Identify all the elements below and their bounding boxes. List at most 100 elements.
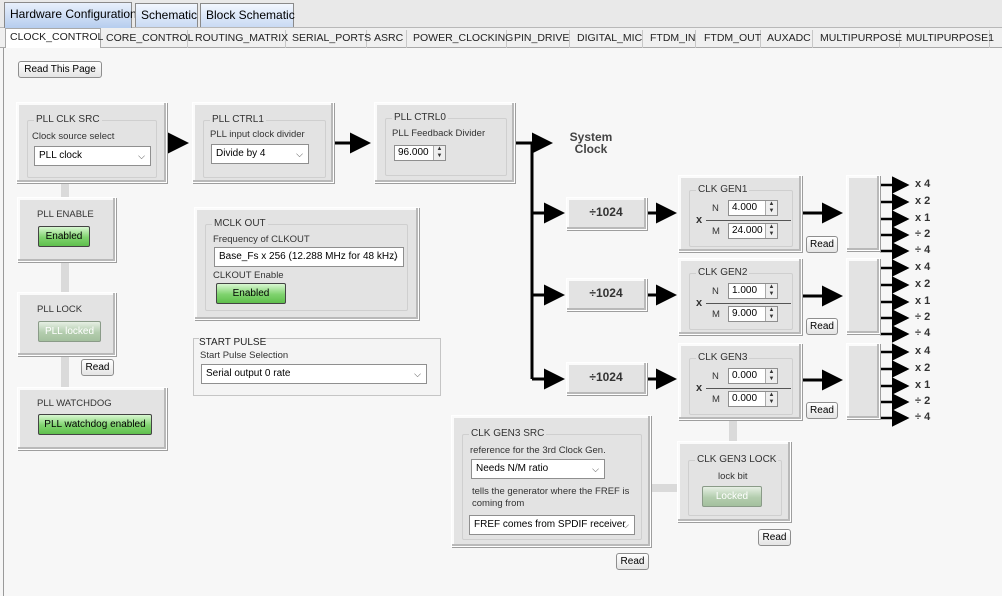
clk-gen3-lock-title: CLK GEN3 LOCK — [695, 454, 779, 465]
clock-source-value: PLL clock — [39, 150, 82, 161]
pll-watchdog-indicator[interactable]: PLL watchdog enabled — [38, 414, 152, 435]
clkout-frequency-select[interactable]: Base_Fs x 256 (12.288 MHz for 48 kHz)⌵ — [214, 247, 404, 267]
start-pulse-panel: START PULSE Start Pulse Selection Serial… — [193, 337, 441, 396]
lock-bit-label: lock bit — [718, 471, 748, 482]
clk-gen3-output-labels: x 4 x 2 x 1 ÷ 2 ÷ 4 — [915, 345, 955, 429]
clk-gen3-src-read-button[interactable]: Read — [616, 553, 649, 570]
pll-feedback-divider-value: 96.000 — [398, 147, 429, 158]
pll-lock-title: PLL LOCK — [37, 304, 83, 315]
output-label: x 1 — [915, 295, 931, 307]
clk-gen3-src-group: CLK GEN3 SRC — [462, 428, 642, 540]
spin-updown-icon[interactable]: ▲▼ — [765, 284, 777, 298]
m-label: M — [712, 394, 720, 405]
clk-gen2-n-input[interactable]: 1.000▲▼ — [728, 283, 778, 299]
output-label: ÷ 4 — [915, 411, 931, 423]
clkout-enable-toggle[interactable]: Enabled — [216, 283, 286, 304]
spin-updown-icon[interactable]: ▲▼ — [765, 392, 777, 406]
spin-updown-icon[interactable]: ▲▼ — [765, 201, 777, 215]
clk-gen2-title: CLK GEN2 — [696, 267, 750, 278]
subtab-multipurpose[interactable]: MULTIPURPOSE — [816, 30, 902, 48]
multiply-symbol: x — [696, 382, 703, 394]
clk-gen3-m-value: 0.000 — [732, 393, 758, 404]
ratio-line — [706, 303, 791, 304]
m-label: M — [712, 309, 720, 320]
clk-gen3-read-button[interactable]: Read — [806, 402, 838, 419]
clk-gen3-ref-select[interactable]: Needs N/M ratio⌵ — [471, 459, 605, 479]
pll-enable-panel: PLL ENABLE Enabled — [17, 197, 116, 262]
tab-hardware-configuration[interactable]: Hardware Configuration — [4, 2, 137, 28]
pll-ctrl0-group: PLL CTRL0 — [385, 112, 507, 176]
read-this-page-button[interactable]: Read This Page — [18, 61, 102, 78]
output-label: x 2 — [915, 362, 931, 374]
pll-clk-src-title: PLL CLK SRC — [34, 114, 102, 125]
pll-lock-read-button[interactable]: Read — [81, 359, 114, 376]
pll-input-divider-select[interactable]: Divide by 4⌵ — [211, 144, 309, 164]
clk-gen3-n-input[interactable]: 0.000 ▲▼ — [728, 368, 778, 384]
tab-block-schematic[interactable]: Block Schematic — [200, 3, 295, 27]
chevron-down-icon: ⌵ — [296, 149, 303, 159]
chevron-down-icon: ⌵ — [391, 252, 398, 262]
spin-updown-icon[interactable]: ▲▼ — [765, 224, 777, 238]
clk-gen1-m-input[interactable]: 24.000▲▼ — [728, 223, 778, 239]
divider-label: ÷1024 — [589, 205, 623, 219]
subtab-asrc[interactable]: ASRC — [370, 30, 407, 48]
tab-schematic[interactable]: Schematic — [135, 3, 198, 27]
clk-gen2-output-block — [846, 258, 880, 334]
spin-updown-icon[interactable]: ▲▼ — [433, 146, 445, 160]
spin-updown-icon[interactable]: ▲▼ — [765, 307, 777, 321]
output-label: x 2 — [915, 278, 931, 290]
fref-source-select[interactable]: FREF comes from SPDIF receiver⌵ — [469, 515, 635, 535]
clk-gen3-n-value: 0.000 — [732, 370, 758, 381]
clk-gen1-title: CLK GEN1 — [696, 184, 750, 195]
output-label: ÷ 4 — [915, 327, 931, 339]
pll-ctrl1-panel: PLL CTRL1 PLL input clock divider Divide… — [192, 102, 334, 183]
clk-gen3-src-panel: CLK GEN3 SRC reference for the 3rd Clock… — [451, 415, 651, 547]
start-pulse-select[interactable]: Serial output 0 rate⌵ — [201, 364, 427, 384]
pll-ctrl0-panel: PLL CTRL0 PLL Feedback Divider 96.000 ▲▼ — [374, 102, 515, 183]
clk-gen3-title: CLK GEN3 — [696, 352, 750, 363]
ratio-line — [706, 388, 791, 389]
output-label: x 4 — [915, 345, 931, 357]
subtab-digital-mic[interactable]: DIGITAL_MIC — [573, 30, 643, 48]
clk-gen2-m-input[interactable]: 9.000▲▼ — [728, 306, 778, 322]
clk-gen2-read-button[interactable]: Read — [806, 318, 838, 335]
subtab-pin-drive[interactable]: PIN_DRIVE — [510, 30, 570, 48]
pll-clk-src-group: PLL CLK SRC — [27, 114, 157, 178]
output-label: ÷ 4 — [915, 244, 931, 256]
start-pulse-label: Start Pulse Selection — [200, 350, 289, 361]
clk-gen1-read-button[interactable]: Read — [806, 236, 838, 253]
output-label: ÷ 2 — [915, 311, 931, 323]
clk-gen3-lock-panel: CLK GEN3 LOCK lock bit Locked — [677, 441, 791, 522]
pll-enable-indicator[interactable]: Enabled — [38, 226, 90, 247]
clk-gen3-lock-read-button[interactable]: Read — [758, 529, 791, 546]
subtab-serial-ports[interactable]: SERIAL_PORTS — [288, 30, 371, 48]
spin-updown-icon[interactable]: ▲▼ — [765, 369, 777, 383]
clk-gen1-group: CLK GEN1 — [689, 184, 793, 247]
system-clock-label: System Clock — [569, 130, 613, 156]
subtab-core-control[interactable]: CORE_CONTROL — [102, 30, 194, 48]
subtab-auxadc[interactable]: AUXADC — [763, 30, 813, 48]
clk-gen3-ref-value: Needs N/M ratio — [476, 463, 549, 474]
clk-gen3-panel: CLK GEN3 x N 0.000▲▼ M 0.000▲▼ — [678, 343, 802, 420]
clk-gen2-output-labels: x 4 x 2 x 1 ÷ 2 ÷ 4 — [915, 261, 955, 345]
sub-tab-bar: CLOCK_CONTROL CORE_CONTROL ROUTING_MATRI… — [0, 28, 1002, 49]
divider-1024-gen2: ÷1024 — [566, 278, 647, 311]
clock-source-select[interactable]: PLL clock ⌵ — [34, 146, 151, 166]
pll-feedback-divider-label: PLL Feedback Divider — [392, 128, 486, 139]
chevron-down-icon: ⌵ — [138, 151, 145, 161]
multiply-symbol: x — [696, 214, 703, 226]
clk-gen3-src-title: CLK GEN3 SRC — [469, 428, 547, 439]
subtab-power-clocking[interactable]: POWER_CLOCKING — [409, 30, 513, 48]
pll-feedback-divider-input[interactable]: 96.000 ▲▼ — [394, 145, 446, 161]
subtab-ftdm-out[interactable]: FTDM_OUT — [700, 30, 761, 48]
clk-gen1-n-input[interactable]: 4.000▲▼ — [728, 200, 778, 216]
subtab-multipurpose1[interactable]: MULTIPURPOSE1 — [902, 30, 994, 48]
mclk-out-panel: MCLK OUT Frequency of CLKOUT Base_Fs x 2… — [194, 207, 419, 320]
clk-gen3-lock-group: CLK GEN3 LOCK — [688, 454, 782, 516]
clk-gen1-panel: CLK GEN1 x N 4.000▲▼ M 24.000▲▼ — [678, 175, 802, 252]
n-label: N — [712, 286, 719, 297]
subtab-routing-matrix[interactable]: ROUTING_MATRIX — [191, 30, 288, 48]
clk-gen3-m-input[interactable]: 0.000 ▲▼ — [728, 391, 778, 407]
subtab-ftdm-in[interactable]: FTDM_IN — [646, 30, 696, 48]
